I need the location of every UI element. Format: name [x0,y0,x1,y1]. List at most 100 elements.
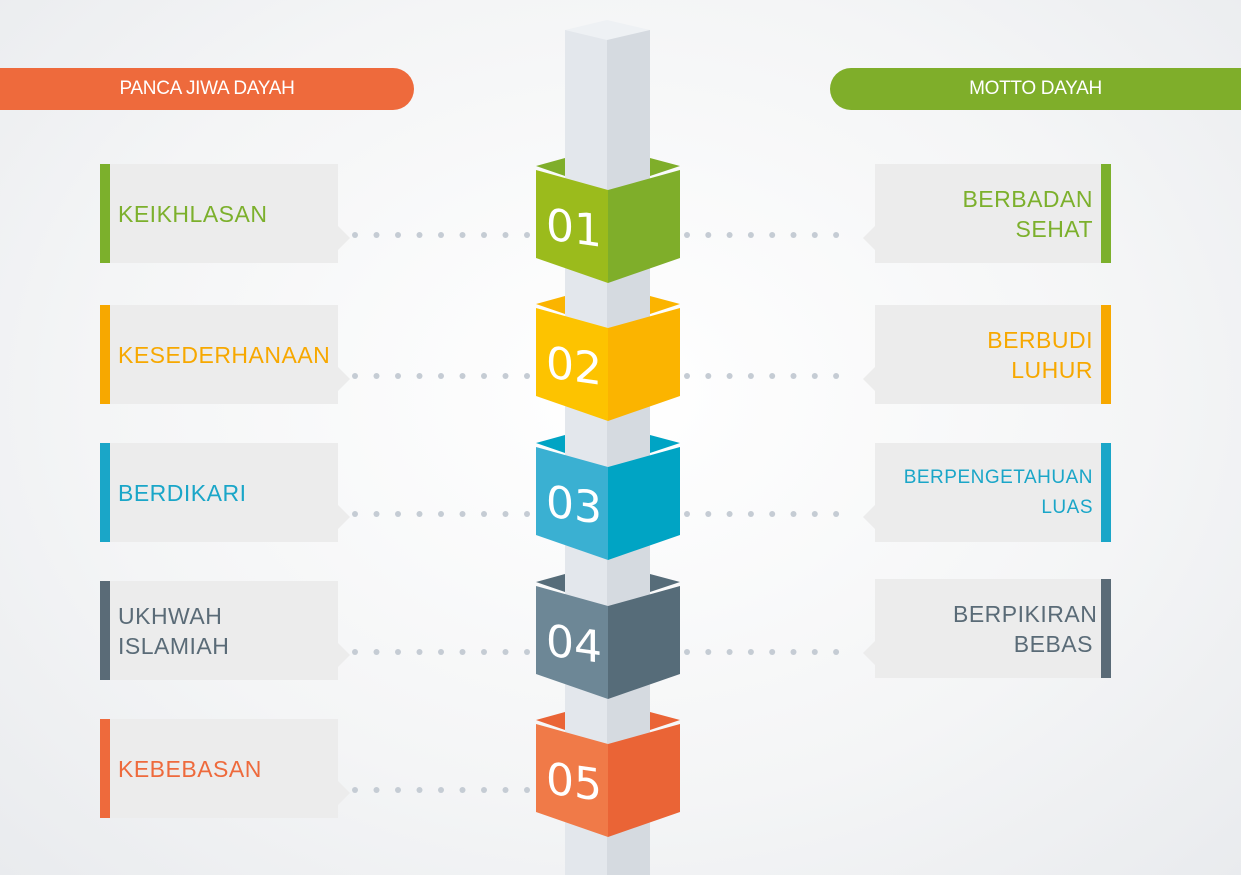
connector-dot [811,373,818,379]
step-number: 01 [546,199,602,258]
connector-dot [705,232,712,238]
accent-bar [100,164,110,263]
connector-dot [684,649,690,655]
connector-dot [416,232,423,238]
accent-bar [100,581,110,680]
accent-bar [100,719,110,818]
connector-dot [395,232,401,238]
item-label: BERPENGETAHUAN LUAS [903,466,1093,518]
cube-inner-right [650,435,680,453]
cube-inner-left [536,712,565,730]
connector-dot [416,373,423,379]
connector-dot [833,232,840,238]
cube-inner-right [650,712,680,730]
item-label: UKHWAH ISLAMIAH [118,602,230,659]
connector-dot [684,373,690,379]
connector-dot [395,649,401,655]
cube-front-right-face [608,308,680,421]
connector-dot [416,787,423,793]
connector-dot [811,649,818,655]
connector-dot [705,511,712,517]
cube-inner-right [650,296,680,314]
connector-dot [705,649,712,655]
connector-dot [459,787,466,793]
connector-dot [481,373,487,379]
cube-front-left-face [536,170,608,283]
cube-front-left-face [536,586,608,699]
connector-dot [459,511,466,517]
connector-dot [502,232,509,238]
connector-dot [833,373,840,379]
connector-dot [524,649,530,655]
connector-dot [502,373,509,379]
panca-jiwa-item: KESEDERHANAAN [100,305,350,404]
motto-item: BERPENGETAHUAN LUAS [863,443,1111,542]
item-label: BERDIKARI [118,479,247,506]
panca-jiwa-item: BERDIKARI [100,443,350,542]
connector-dot [373,232,380,238]
connector-dot [502,511,509,517]
cube-front-right-face [608,586,680,699]
connector-dot [352,787,358,793]
step-number: 04 [546,615,602,674]
connector-dot [395,511,401,517]
panca-jiwa-item: UKHWAH ISLAMIAH [100,581,350,680]
cube-front-left-face [536,724,608,837]
connector-dot [726,511,733,517]
connector-dot [395,787,401,793]
cube-front-left-face [536,308,608,421]
connector-dot [438,232,444,238]
item-label: KEIKHLASAN [118,200,268,227]
connector-dot [352,511,358,517]
cube-front-right-face [608,447,680,560]
connector-dot [747,649,754,655]
panca-jiwa-item: KEBEBASAN [100,719,350,818]
connector-dot [524,511,530,517]
connector-dot [747,511,754,517]
cube-inner-right [650,574,680,592]
accent-bar [1101,443,1111,542]
connector-dot [524,232,530,238]
item-label: KEBEBASAN [118,755,262,782]
cube-inner-left [536,435,565,453]
step-number: 02 [546,337,602,396]
connector-dot [684,511,690,517]
connector-dot [790,649,797,655]
connector-dot [395,373,401,379]
item-label: KESEDERHANAAN [118,341,331,368]
connector-dot [502,787,509,793]
connector-dot [502,649,509,655]
cube-front-right-face [608,724,680,837]
motto-item: BERBADAN SEHAT [863,164,1111,263]
motto-item: BERPIKIRAN BEBAS [863,579,1111,678]
panca-jiwa-header: PANCA JIWA DAYAH [0,68,414,110]
connector-dot [459,232,466,238]
connector-dot [373,649,380,655]
accent-bar [1101,164,1111,263]
connector-dot [438,373,444,379]
item-label: BERPIKIRAN BEBAS [953,600,1098,657]
connector-dot [416,511,423,517]
connector-dot [352,649,358,655]
connector-dot [481,511,487,517]
connector-dot [790,511,797,517]
connector-dot [438,649,444,655]
connector-dot [352,232,358,238]
connector-dot [790,232,797,238]
cube-inner-left [536,158,565,176]
connector-dot [684,232,690,238]
accent-bar [100,305,110,404]
connector-dot [726,373,733,379]
connector-dot [811,511,818,517]
connector-dot [524,373,530,379]
connector-dot [438,787,444,793]
accent-bar [1101,305,1111,404]
accent-bar [100,443,110,542]
connector-dot [352,373,358,379]
item-label: BERBADAN SEHAT [962,185,1093,242]
connector-dot [726,232,733,238]
connector-dot [769,373,776,379]
cube-inner-left [536,574,565,592]
connector-dot [726,649,733,655]
